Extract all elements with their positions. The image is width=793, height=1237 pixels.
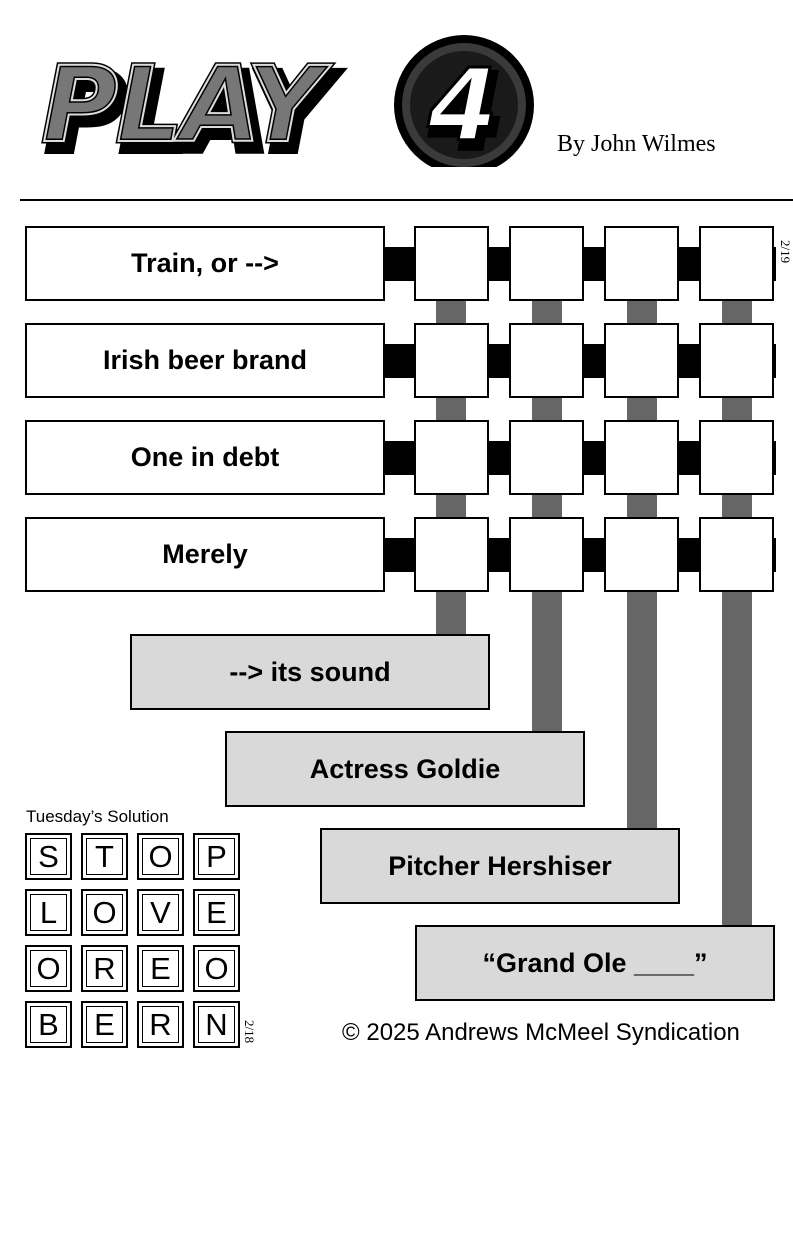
solution-cell: V xyxy=(137,889,184,936)
solution-cell: S xyxy=(25,833,72,880)
answer-cell-r1c3[interactable] xyxy=(604,226,679,301)
across-clue-2: Irish beer brand xyxy=(25,323,385,398)
answer-cell-r2c3[interactable] xyxy=(604,323,679,398)
answer-cell-r3c3[interactable] xyxy=(604,420,679,495)
svg-text:4: 4 xyxy=(431,54,502,167)
answer-cell-r3c2[interactable] xyxy=(509,420,584,495)
answer-cell-r4c4[interactable] xyxy=(699,517,774,592)
solution-cell: R xyxy=(137,1001,184,1048)
solution-cell: R xyxy=(81,945,128,992)
answer-cell-r2c4[interactable] xyxy=(699,323,774,398)
solution-cell: E xyxy=(81,1001,128,1048)
solution-cell: O xyxy=(81,889,128,936)
down-clue-4-text: “Grand Ole ____” xyxy=(482,947,708,978)
across-clue-4: Merely xyxy=(25,517,385,592)
answer-cell-r4c3[interactable] xyxy=(604,517,679,592)
solution-cell: L xyxy=(25,889,72,936)
answer-cell-r3c1[interactable] xyxy=(414,420,489,495)
answer-cell-r2c1[interactable] xyxy=(414,323,489,398)
down-clue-1: --> its sound xyxy=(130,634,490,710)
solution-cell: O xyxy=(193,945,240,992)
down-clue-1-text: --> its sound xyxy=(229,656,391,687)
puzzle-date: 2/19 xyxy=(778,240,793,264)
down-clue-4: “Grand Ole ____” xyxy=(415,925,775,1001)
solution-cell: B xyxy=(25,1001,72,1048)
solution-title: Tuesday’s Solution xyxy=(26,807,169,826)
down-clue-2-text: Actress Goldie xyxy=(309,753,501,784)
down-connector-4 xyxy=(722,296,752,928)
answer-cell-r1c2[interactable] xyxy=(509,226,584,301)
solution-cell: P xyxy=(193,833,240,880)
svg-text:PLAY: PLAY xyxy=(42,44,332,166)
answer-cell-r4c2[interactable] xyxy=(509,517,584,592)
answer-cell-r1c1[interactable] xyxy=(414,226,489,301)
down-clue-3: Pitcher Hershiser xyxy=(320,828,680,904)
answer-cell-r3c4[interactable] xyxy=(699,420,774,495)
answer-cell-r4c1[interactable] xyxy=(414,517,489,592)
svg-text:PLAY: PLAY xyxy=(48,52,338,167)
solution-cell: N xyxy=(193,1001,240,1048)
solution-cell: E xyxy=(137,945,184,992)
down-clue-3-text: Pitcher Hershiser xyxy=(388,850,612,881)
solution-cell: O xyxy=(137,833,184,880)
answer-cell-r1c4[interactable] xyxy=(699,226,774,301)
solution-date: 2/18 xyxy=(242,1020,257,1044)
across-clue-1: Train, or --> xyxy=(25,226,385,301)
play4-logo: PLAY PLAY PLAY 4 4 xyxy=(40,35,534,167)
across-clue-2-text: Irish beer brand xyxy=(102,345,308,375)
solution-cell: E xyxy=(193,889,240,936)
copyright: © 2025 Andrews McMeel Syndication xyxy=(342,1019,740,1046)
across-clue-1-text: Train, or --> xyxy=(131,248,279,278)
across-clue-3-text: One in debt xyxy=(130,442,280,472)
solution-cell: O xyxy=(25,945,72,992)
byline: By John Wilmes xyxy=(557,131,716,157)
svg-text:PLAY: PLAY xyxy=(42,44,332,166)
header-divider xyxy=(20,199,793,201)
down-clue-2: Actress Goldie xyxy=(225,731,585,807)
across-clue-4-text: Merely xyxy=(162,539,248,569)
answer-cell-r2c2[interactable] xyxy=(509,323,584,398)
svg-text:4: 4 xyxy=(427,47,498,164)
across-clue-3: One in debt xyxy=(25,420,385,495)
solution-cell: T xyxy=(81,833,128,880)
